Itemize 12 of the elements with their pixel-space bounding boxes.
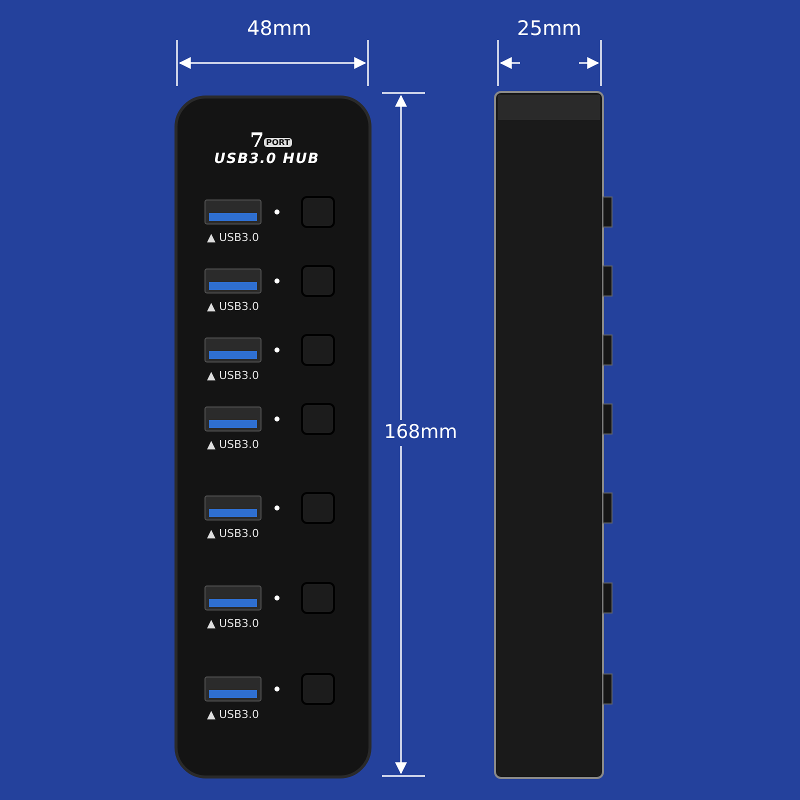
- port-label: ▲ USB3.0: [207, 300, 260, 313]
- port-label: ▲ USB3.0: [207, 231, 260, 244]
- product-title: USB3.0 HUB: [214, 151, 320, 167]
- port-label: ▲ USB3.0: [207, 708, 260, 721]
- port-count-number: 7: [250, 128, 264, 152]
- dimension-label: 48mm: [247, 16, 312, 40]
- dimension-label: 25mm: [517, 16, 582, 40]
- port-label: ▲ USB3.0: [207, 438, 260, 451]
- port-label: ▲ USB3.0: [207, 617, 260, 630]
- port-count-badge: PORT: [264, 138, 292, 147]
- port-label: ▲ USB3.0: [207, 527, 260, 540]
- port-label: ▲ USB3.0: [207, 369, 260, 382]
